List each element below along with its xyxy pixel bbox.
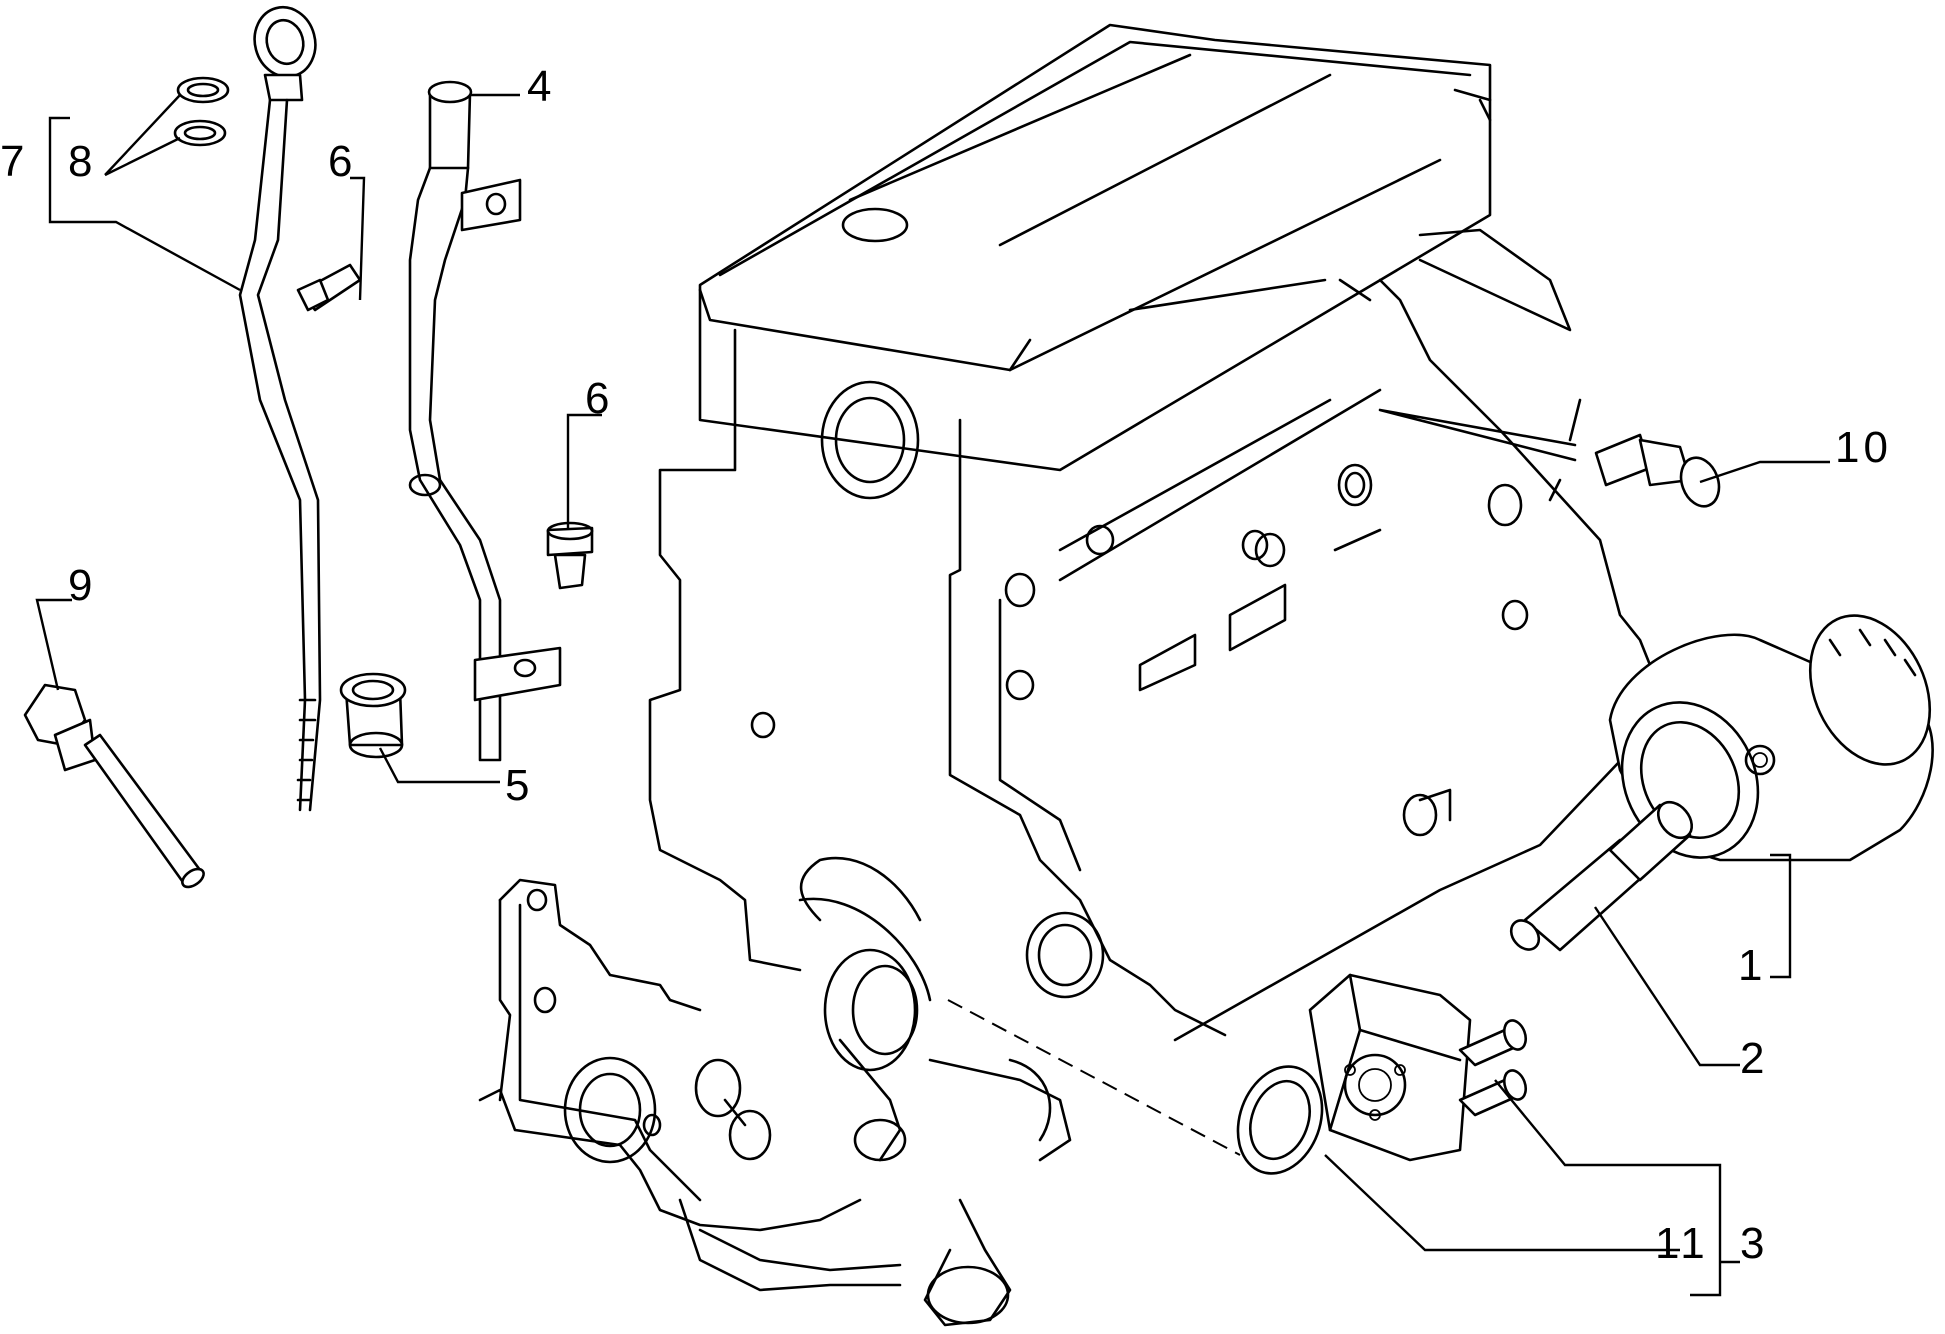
callout-1: 1 [1738, 941, 1766, 990]
dipstick [238, 6, 322, 812]
oil-pressure-switch [1378, 398, 1721, 508]
callout-10: 10 [1835, 423, 1892, 472]
screw-lower [546, 521, 594, 590]
callout-4: 4 [527, 62, 555, 111]
o-rings [173, 76, 230, 147]
screw-upper [296, 263, 362, 312]
callout-6-lower: 6 [585, 374, 613, 423]
callout-7: 7 [0, 137, 28, 186]
callout-2: 2 [1740, 1034, 1768, 1083]
callout-9: 9 [68, 561, 96, 610]
leader-lines [35, 93, 1830, 1297]
oil-cooler [1308, 973, 1528, 1162]
oil-level-sensor [23, 683, 205, 889]
engine-block [648, 23, 1662, 1042]
callout-5: 5 [505, 761, 533, 810]
oil-filter [1608, 614, 1934, 862]
grommet [339, 672, 407, 759]
assembly-dashed-line [947, 999, 1241, 1156]
oil-pump-assembly [478, 856, 1072, 1327]
callout-8: 8 [68, 137, 96, 186]
callout-labels: 1 2 3 4 5 6 6 7 8 9 10 11 [0, 62, 1892, 1268]
threaded-nipple [1509, 800, 1694, 952]
callout-3: 3 [1740, 1219, 1768, 1268]
callout-6-upper: 6 [328, 137, 356, 186]
callout-11: 11 [1655, 1219, 1709, 1268]
seal-ring [1236, 1065, 1324, 1175]
dipstick-tube [408, 80, 562, 762]
